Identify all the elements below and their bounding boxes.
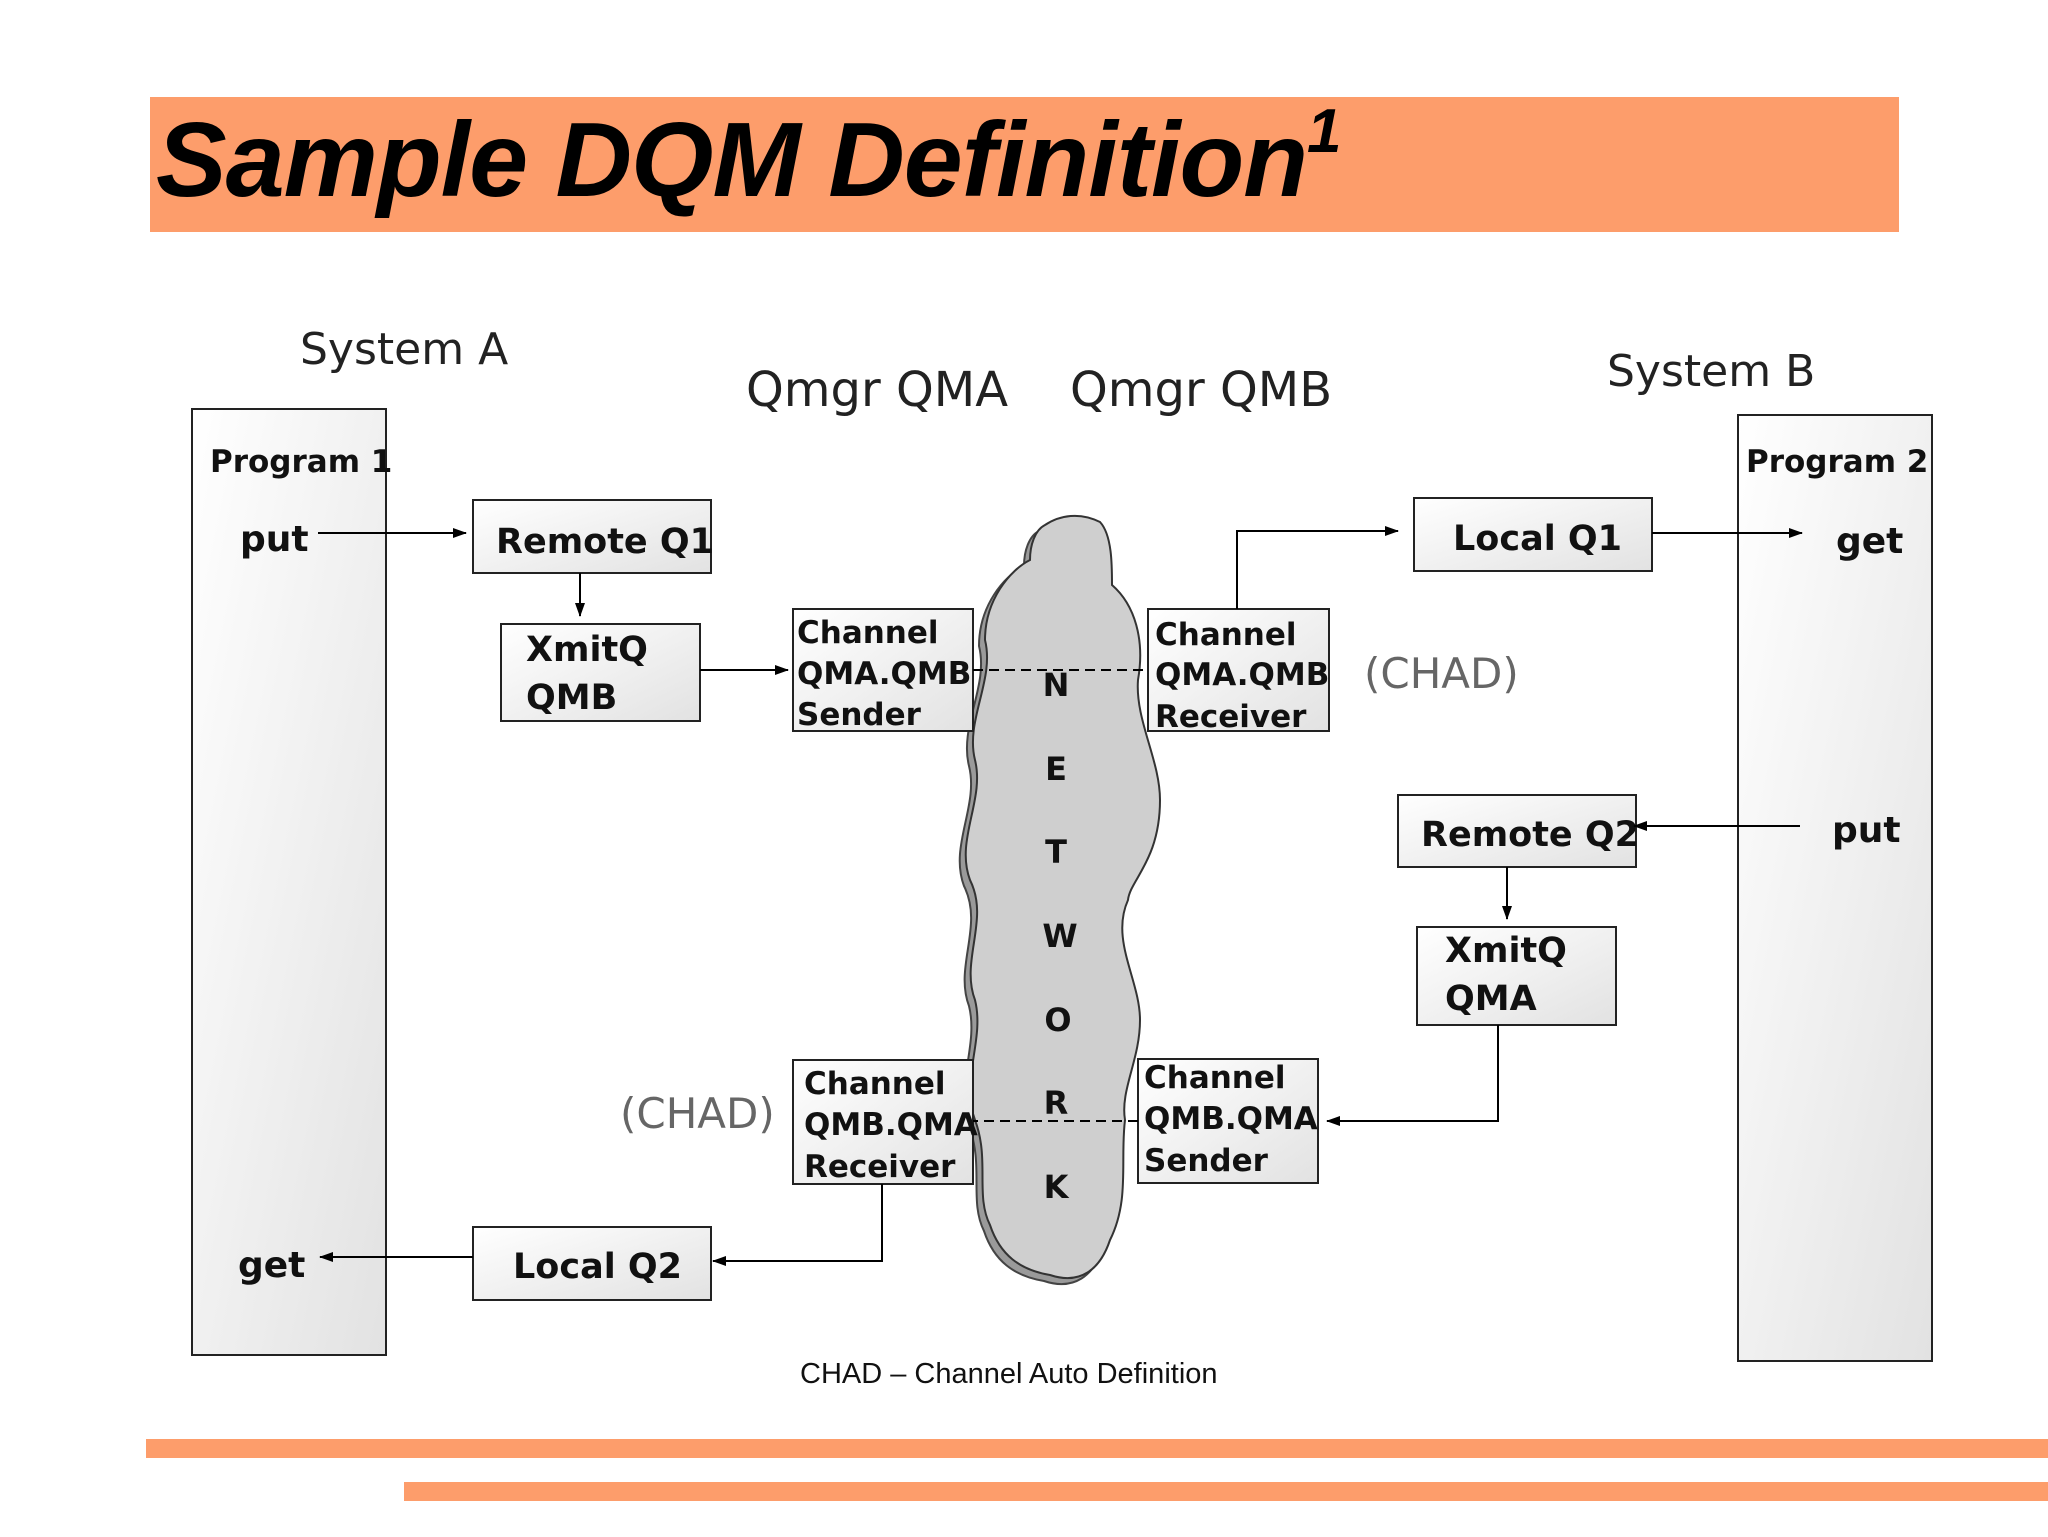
channel-qmb-qma-receiver-box — [792, 1059, 974, 1185]
program-1-column — [191, 408, 387, 1356]
chad-label-a: (CHAD) — [620, 1089, 775, 1138]
xmitq-qmb-line2: QMB — [526, 678, 617, 718]
channel-qma-qmb-sender-box — [792, 608, 974, 732]
network-letter-k: K — [1044, 1168, 1070, 1206]
network-letter-o: O — [1044, 1001, 1071, 1039]
program-2-column — [1737, 414, 1933, 1362]
remote-q1-box — [472, 499, 712, 574]
network-letter-t: T — [1045, 833, 1067, 871]
footnote: CHAD – Channel Auto Definition — [800, 1358, 1218, 1390]
network-cloud: N E T W O R K — [958, 514, 1162, 1286]
local-q2-box — [472, 1226, 712, 1301]
xmitq-qma-box — [1416, 926, 1617, 1026]
xmitq-qmb-box — [500, 623, 701, 722]
receiver-qma-qmb-line1: Channel — [1155, 617, 1297, 653]
sender-qma-qmb-line3: Sender — [797, 697, 922, 733]
sender-qmb-qma-line3: Sender — [1144, 1143, 1269, 1179]
program-1-get: get — [238, 1245, 305, 1286]
local-q1-box — [1413, 497, 1653, 572]
system-b-label: System B — [1607, 346, 1815, 397]
title-bar: Sample DQM Definition1 — [150, 97, 1899, 232]
receiver-qmb-qma-line1: Channel — [804, 1066, 946, 1102]
connectors — [318, 526, 1803, 1266]
sender-qmb-qma-line2: QMB.QMA — [1144, 1101, 1318, 1137]
network-letter-w: W — [1042, 917, 1077, 955]
remote-q1-label: Remote Q1 — [496, 522, 714, 562]
network-letter-e: E — [1045, 750, 1067, 788]
remote-q2-label: Remote Q2 — [1421, 815, 1639, 855]
network-letter-n: N — [1043, 666, 1070, 704]
xmitq-qmb-line1: XmitQ — [526, 630, 648, 670]
title-superscript: 1 — [1306, 97, 1341, 166]
receiver-qma-qmb-line3: Receiver — [1155, 699, 1307, 735]
program-1-label: Program 1 — [210, 444, 392, 480]
arrow-xmitq-to-sender-qmb-qma — [1326, 1025, 1499, 1126]
chad-label-b: (CHAD) — [1364, 649, 1519, 698]
program-1-put: put — [240, 519, 309, 560]
network-letter-r: R — [1044, 1084, 1069, 1122]
program-2-get: get — [1836, 521, 1903, 562]
sender-qma-qmb-line1: Channel — [797, 615, 939, 651]
footer-rule-2 — [404, 1482, 2048, 1501]
program-2-put: put — [1832, 810, 1901, 851]
local-q2-label: Local Q2 — [513, 1247, 682, 1287]
arrow-receiver-to-local-q2 — [712, 1184, 883, 1266]
slide-title: Sample DQM Definition1 — [156, 101, 1341, 214]
channel-qmb-qma-sender-box — [1137, 1058, 1319, 1184]
footer-rule-1 — [146, 1439, 2048, 1458]
receiver-qma-qmb-line2: QMA.QMB — [1155, 657, 1329, 693]
program-2-label: Program 2 — [1746, 444, 1928, 480]
remote-q2-box — [1397, 794, 1637, 868]
qmgr-qma-label: Qmgr QMA — [746, 362, 1008, 418]
sender-qma-qmb-line2: QMA.QMB — [797, 656, 971, 692]
receiver-qmb-qma-line3: Receiver — [804, 1149, 956, 1185]
system-a-label: System A — [300, 324, 508, 375]
local-q1-label: Local Q1 — [1453, 519, 1622, 559]
title-text: Sample DQM Definition — [156, 101, 1308, 219]
xmitq-qma-line1: XmitQ — [1445, 931, 1567, 971]
receiver-qmb-qma-line2: QMB.QMA — [804, 1107, 978, 1143]
sender-qmb-qma-line1: Channel — [1144, 1060, 1286, 1096]
xmitq-qma-line2: QMA — [1445, 979, 1537, 1019]
qmgr-qmb-label: Qmgr QMB — [1070, 362, 1332, 418]
channel-qma-qmb-receiver-box — [1147, 608, 1330, 732]
arrow-receiver-to-local-q1 — [1236, 526, 1399, 609]
